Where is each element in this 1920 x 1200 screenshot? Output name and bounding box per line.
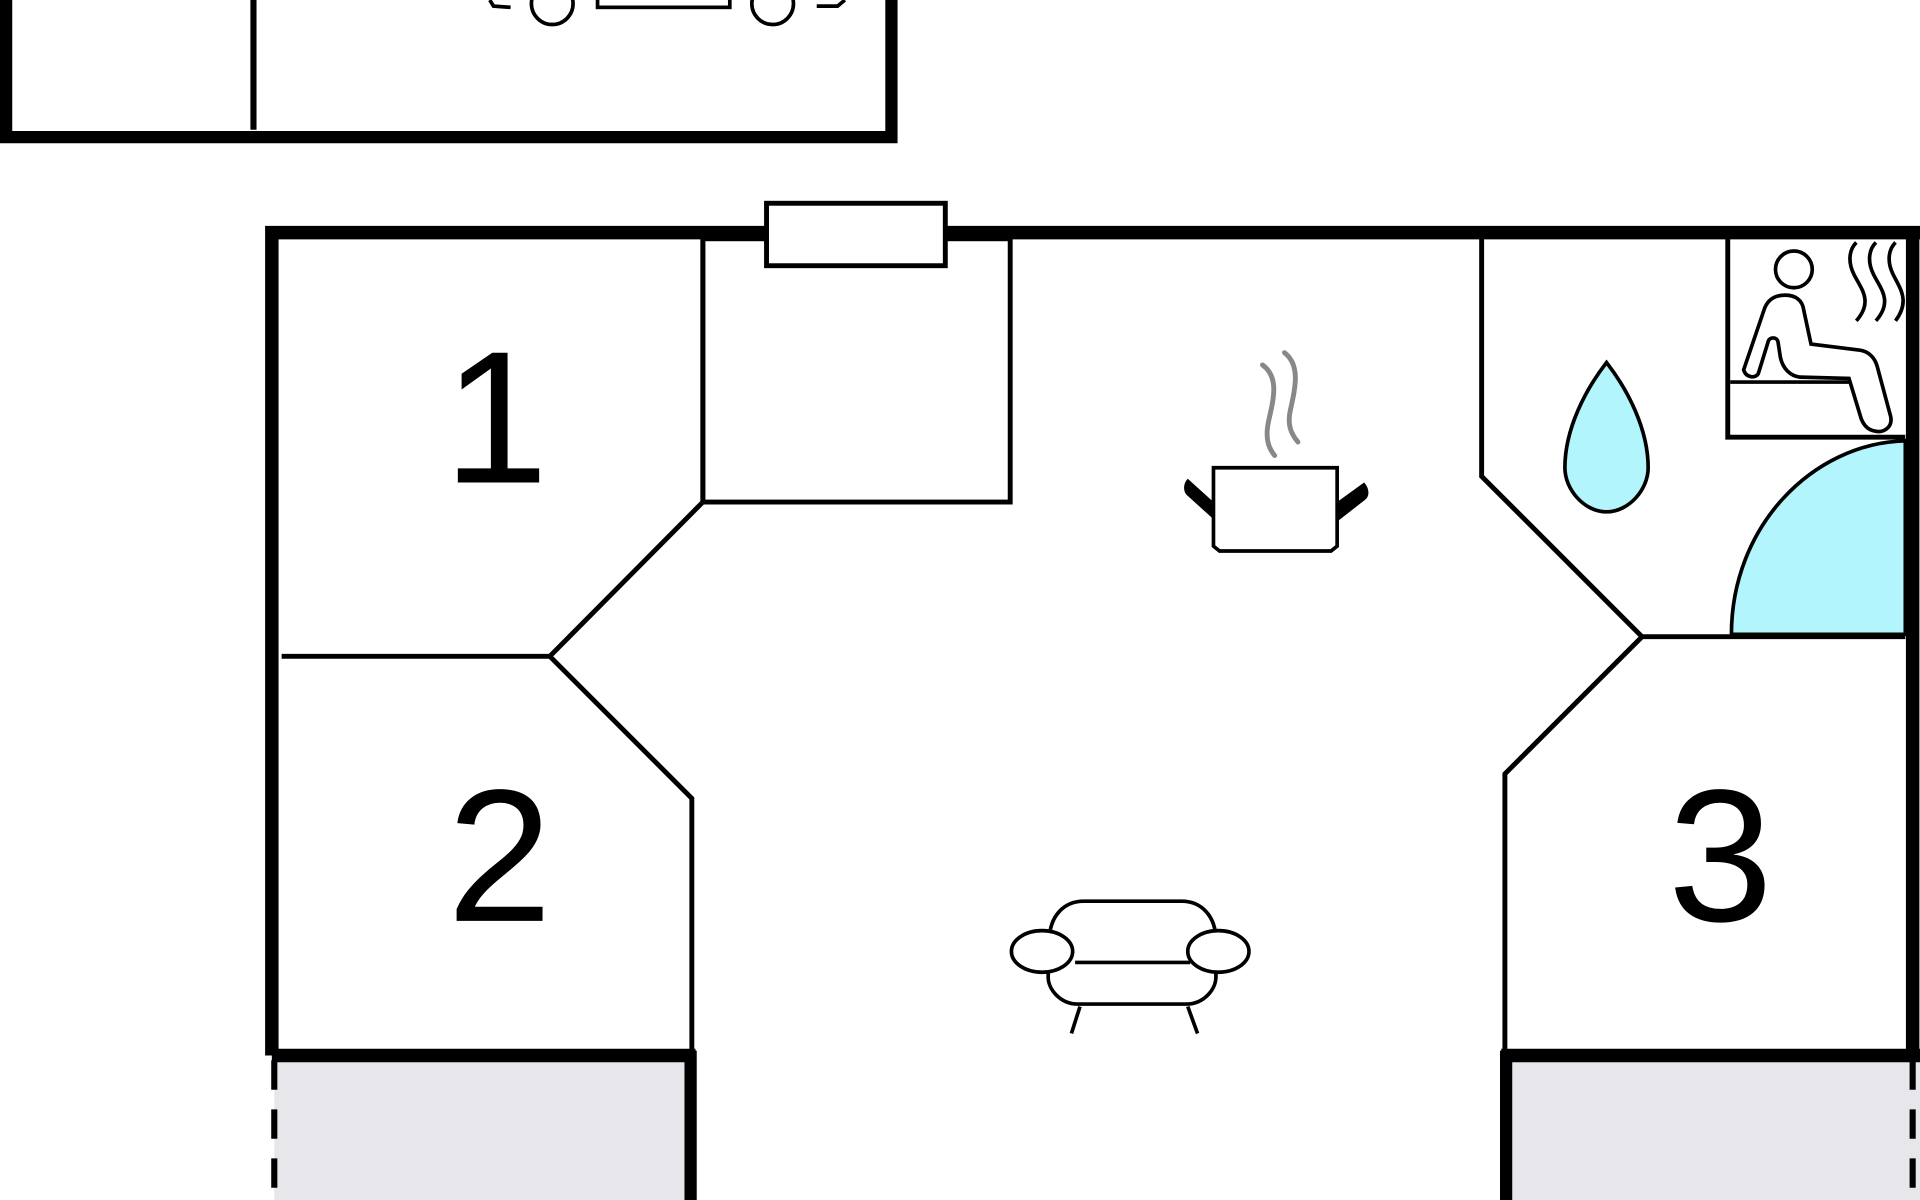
window xyxy=(764,200,948,269)
terrace-left xyxy=(274,1060,686,1200)
sofa-icon xyxy=(1009,899,1251,1035)
hot-tub xyxy=(1729,438,1908,637)
room-label-1: 1 xyxy=(443,311,548,522)
sauna-icon xyxy=(1730,241,1905,434)
room-label-3: 3 xyxy=(1668,750,1773,961)
dining-table-icon xyxy=(488,0,847,27)
cooking-pot-icon xyxy=(1184,350,1369,553)
room-label-2: 2 xyxy=(447,750,552,961)
upper-building xyxy=(0,0,898,144)
terrace-right xyxy=(1511,1060,1920,1200)
water-drop-icon xyxy=(1563,359,1651,514)
exterior-walls xyxy=(265,225,1920,1063)
